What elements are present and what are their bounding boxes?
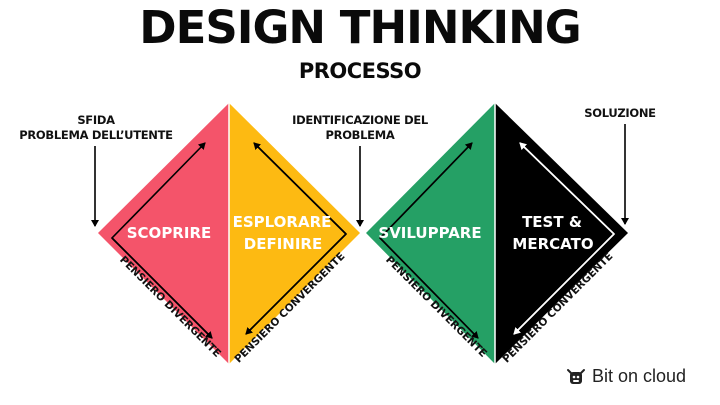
phase-label-sviluppare: SVILUPPARE [378, 224, 481, 242]
diamond-develop-deliver [366, 103, 628, 364]
annotation-identificazione: IDENTIFICAZIONE DEL PROBLEMA [270, 113, 450, 143]
phase-label-definire: DEFINIRE [244, 235, 322, 253]
phase-label-esplorare: ESPLORARE [233, 213, 332, 231]
phase-sviluppare-shape [366, 103, 495, 364]
phase-esplorare-shape [229, 103, 360, 364]
page-title: DESIGN THINKING [139, 1, 581, 54]
phase-label-test: TEST & [522, 213, 582, 231]
phase-label-scoprire: SCOPRIRE [127, 224, 212, 242]
brand-logo: Bit on cloud [566, 366, 686, 387]
phase-label-mercato: MERCATO [512, 235, 593, 253]
annotation-sfida-line2: PROBLEMA DELL’UTENTE [19, 128, 173, 142]
annotation-sfida-line1: SFIDA [77, 113, 115, 127]
phase-scoprire-shape [98, 103, 229, 364]
page-subtitle: PROCESSO [298, 59, 422, 83]
annotation-identificazione-line1: IDENTIFICAZIONE DEL [292, 113, 428, 127]
cow-icon [567, 368, 585, 384]
brand-name: Bit on cloud [592, 366, 687, 386]
annotation-sfida: SFIDA PROBLEMA DELL’UTENTE [0, 113, 192, 143]
annotation-soluzione-line1: SOLUZIONE [584, 106, 656, 120]
phase-test-shape [495, 103, 628, 364]
annotation-soluzione: SOLUZIONE [570, 106, 670, 121]
annotation-identificazione-line2: PROBLEMA [325, 128, 395, 142]
diamond-discover-define [98, 103, 360, 364]
